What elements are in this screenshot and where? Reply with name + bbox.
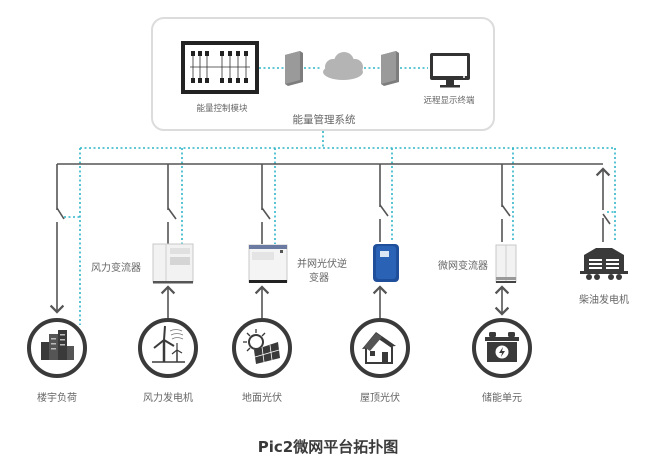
house-solar-icon [362,332,396,364]
diesel-generator-icon [580,248,628,280]
control-module-icon [181,41,259,94]
pv-inverter-label-line1: 并网光伏逆 [297,257,347,270]
rooftop-inverter-icon [373,244,399,282]
node-label: 地面光伏 [242,391,282,404]
node-building-load: 楼宇负荷 [27,318,87,404]
diesel-generator-label: 柴油发电机 [579,293,629,306]
microgrid-converter-label: 微网变流器 [438,259,488,272]
wind-converter-label: 风力变流器 [91,261,141,274]
power-bus [49,163,611,318]
communication-network [64,131,616,325]
pv-inverter-label-line2: 变器 [309,271,329,284]
monitor-icon [430,53,470,88]
energy-management-system: 能量控制模块 [151,17,495,131]
figure-caption: Pic2微网平台拓扑图 [257,438,399,456]
pv-inverter-cabinet-icon [248,244,288,283]
node-label: 储能单元 [482,391,522,404]
wind-turbine-icon [152,325,185,363]
node-ground-pv: 地面光伏 [232,318,292,404]
cloud-icon [323,52,363,80]
server-icon [381,51,399,86]
node-rooftop-pv: 屋顶光伏 [350,318,410,404]
node-storage-unit: 储能单元 [472,318,532,404]
remote-terminal-label: 远程显示终端 [423,95,475,106]
buildings-icon [41,330,74,360]
node-label: 楼宇负荷 [37,391,77,404]
node-circle [138,318,198,378]
node-wind-generator: 风力发电机 [138,318,198,404]
microgrid-converter-cabinet-icon [495,244,517,283]
control-module-label: 能量控制模块 [196,103,248,114]
battery-icon [485,332,519,362]
system-title: 能量管理系统 [293,113,356,126]
node-label: 风力发电机 [143,391,193,404]
node-label: 屋顶光伏 [360,391,400,404]
wind-converter-cabinet-icon [152,243,194,284]
solar-panel-icon [243,329,280,364]
server-icon [285,51,303,86]
